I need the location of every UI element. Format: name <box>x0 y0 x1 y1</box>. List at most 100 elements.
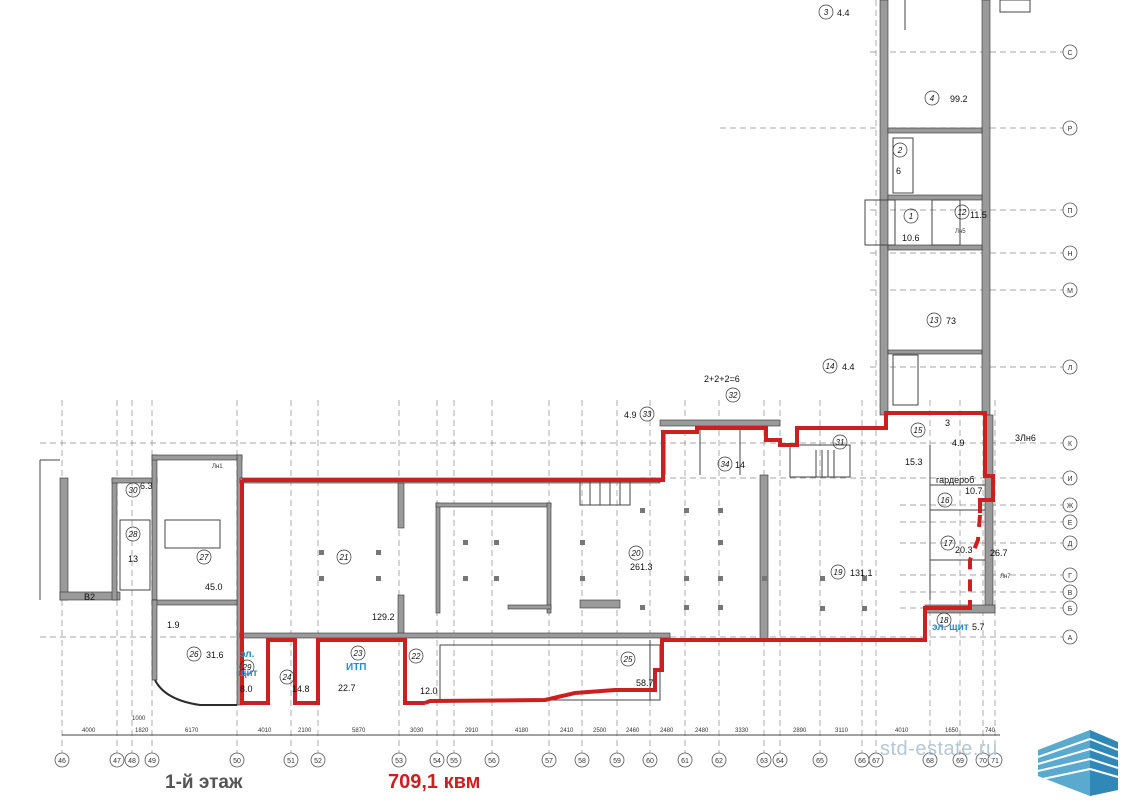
axis-label: 48 <box>128 758 136 765</box>
axis-label: Н <box>1067 251 1072 258</box>
dimension: 4000 <box>82 728 96 734</box>
dimension: 2480 <box>695 728 709 734</box>
axis-label: 52 <box>314 758 322 765</box>
dimension: 1820 <box>135 728 149 734</box>
room-number: 25 <box>623 655 633 664</box>
room-number: 22 <box>411 652 421 661</box>
axis-bottom: 46 47 48 49 50 51 52 53 54 55 56 57 58 5… <box>54 752 1003 768</box>
axis-label: 46 <box>58 758 66 765</box>
room-number: 27 <box>199 553 209 562</box>
axis-label: Е <box>1068 520 1073 527</box>
axis-label: 59 <box>613 758 621 765</box>
room-area: 4.4 <box>842 362 855 372</box>
axis-label: 57 <box>545 758 553 765</box>
room-area: 73 <box>946 316 956 326</box>
dimension: 2910 <box>465 728 479 734</box>
room-number: 12 <box>958 208 967 217</box>
axis-label: М <box>1067 288 1073 295</box>
axis-label: 69 <box>956 758 964 765</box>
dimension: 3110 <box>835 728 849 734</box>
lift-label: Лн1 <box>212 464 223 470</box>
room-area: 261.3 <box>630 562 653 572</box>
axis-label: 60 <box>646 758 654 765</box>
red-outline <box>240 411 995 705</box>
room-number: 17 <box>944 539 953 548</box>
axis-label: Ж <box>1067 503 1074 510</box>
room-area: 14 <box>735 460 745 470</box>
axis-label: Р <box>1068 126 1073 133</box>
room-number: 2 <box>897 146 903 155</box>
floor-label: 1-й этаж <box>165 772 243 793</box>
room-number: 13 <box>930 316 939 325</box>
axis-label: Д <box>1068 541 1073 548</box>
room-area: 10.6 <box>902 233 920 243</box>
extra-area: 26.7 <box>990 548 1008 558</box>
axis-label: 61 <box>681 758 689 765</box>
room-number: 1 <box>909 212 913 221</box>
room-area: 4.9 <box>624 410 637 420</box>
axis-label: 56 <box>488 758 496 765</box>
axis-label: И <box>1067 476 1072 483</box>
axis-label: 68 <box>926 758 934 765</box>
room-labels: 3 4.4 4 99.2 2 6 1 10.6 12 11.5 Лн5 13 7… <box>84 4 1036 696</box>
extra-area: 1.9 <box>167 620 180 630</box>
room-area: 10.7 <box>965 486 983 496</box>
tower-walls <box>864 0 1031 416</box>
axis-label: С <box>1067 50 1072 57</box>
columns <box>319 508 867 611</box>
room-area: 20.3 <box>955 545 973 555</box>
b2-label: В2 <box>84 592 95 602</box>
room-area: 5.7 <box>972 622 985 632</box>
el-shchit-left-line2: щит <box>238 668 258 679</box>
axis-label: 63 <box>760 758 768 765</box>
left-annex <box>39 454 243 706</box>
axis-label: 50 <box>233 758 241 765</box>
axis-label: 58 <box>578 758 586 765</box>
room-area: 6 <box>896 166 901 176</box>
axis-label: 62 <box>715 758 723 765</box>
room-area: 14.8 <box>292 684 310 694</box>
room-area: 45.0 <box>205 582 223 592</box>
axis-label: П <box>1067 208 1072 215</box>
room-area: 8.0 <box>240 684 253 694</box>
axis-label: 47 <box>113 758 121 765</box>
dimension: 2480 <box>660 728 674 734</box>
room-area: 13 <box>128 554 138 564</box>
room-number: 31 <box>836 438 845 447</box>
axis-label: 55 <box>450 758 458 765</box>
axis-right: С Р П Н М Л К И Ж Е Д Г В Б А <box>1062 44 1078 645</box>
room-number: 34 <box>721 460 730 469</box>
dimension: 2500 <box>593 728 607 734</box>
itp-label: ИТП <box>346 662 366 673</box>
axis-label: 49 <box>148 758 156 765</box>
axis-label: 64 <box>776 758 784 765</box>
room-area: 31.6 <box>206 650 224 660</box>
dimension: 740 <box>985 728 996 734</box>
room-number: 16 <box>941 496 950 505</box>
axis-label: Г <box>1068 573 1072 580</box>
el-shchit-right: эл. щит <box>932 622 969 633</box>
grid-lines <box>40 0 1070 755</box>
axis-label: А <box>1068 635 1073 642</box>
axis-label: К <box>1068 441 1073 448</box>
room-area: 22.7 <box>338 683 356 693</box>
room-number: 26 <box>189 650 199 659</box>
dimension: 2410 <box>560 728 574 734</box>
room-number: 33 <box>643 410 652 419</box>
axis-label: 51 <box>287 758 295 765</box>
room-number: 28 <box>128 530 138 539</box>
dimension: 6170 <box>185 728 199 734</box>
room-number: 23 <box>353 649 363 658</box>
watermark-text: std-estate.ru <box>880 738 998 760</box>
dimension: 3330 <box>735 728 749 734</box>
axis-label: Б <box>1068 606 1073 613</box>
room-number: 30 <box>129 486 138 495</box>
room-area: 15.3 <box>905 457 923 467</box>
dimension: 1000 <box>132 716 146 722</box>
dimension: 2460 <box>626 728 640 734</box>
axis-label: 65 <box>816 758 824 765</box>
room-number: 3 <box>824 8 829 17</box>
room-area: 12.0 <box>420 686 438 696</box>
room-number: 32 <box>729 391 738 400</box>
